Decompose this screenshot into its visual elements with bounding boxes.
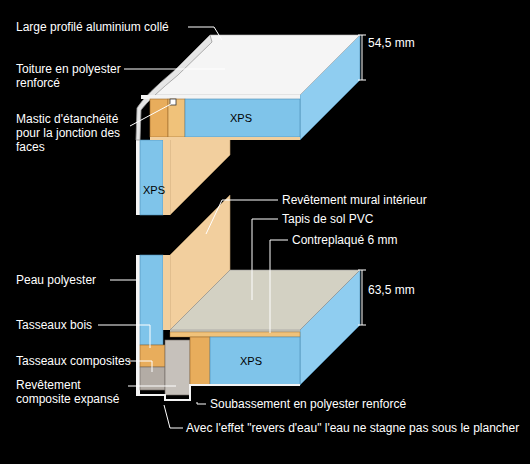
- callout-label: Toiture en polyester renforcé: [16, 62, 126, 90]
- callout-label: Contreplaqué 6 mm: [292, 233, 397, 247]
- material-label: XPS: [240, 355, 262, 367]
- dimension-label: 63,5 mm: [368, 283, 415, 297]
- callout-label: Mastic d'étanchéité pour la jonction des…: [16, 112, 134, 154]
- xps-panel: [140, 255, 163, 345]
- xps-panel: [210, 337, 300, 385]
- material-label: XPS: [230, 112, 252, 124]
- roof-batten: [150, 99, 168, 137]
- callout-label: Peau polyester: [16, 273, 96, 287]
- callout-label: Tasseaux composites: [16, 354, 131, 368]
- callout-label: Revêtement composite expansé: [16, 378, 126, 406]
- material-label: XPS: [143, 184, 165, 196]
- roof-lining: [150, 137, 300, 140]
- pvc-layer: [170, 330, 300, 332]
- floor-top: [170, 270, 360, 330]
- expanded-composite: [165, 340, 190, 395]
- wall-lining: [163, 255, 170, 330]
- callout-label: Large profilé aluminium collé: [16, 20, 169, 34]
- dimension-label: 54,5 mm: [368, 36, 415, 50]
- xps-panel: [185, 99, 300, 137]
- note-label: Avec l'effet "revers d'eau" l'eau ne sta…: [186, 421, 519, 435]
- wall-lining: [163, 140, 170, 215]
- roof-skin: [141, 95, 300, 99]
- plywood: [170, 332, 300, 337]
- skin: [136, 140, 140, 215]
- leader-lines: [98, 27, 366, 428]
- callout-label: Revêtement mural intérieur: [282, 193, 427, 207]
- callout-label: Tapis de sol PVC: [282, 212, 373, 226]
- callout-label: Tasseaux bois: [16, 318, 92, 332]
- xps-panel: [140, 140, 163, 215]
- floor-batten: [190, 337, 210, 385]
- callout-label: Soubassement en polyester renforcé: [210, 397, 406, 411]
